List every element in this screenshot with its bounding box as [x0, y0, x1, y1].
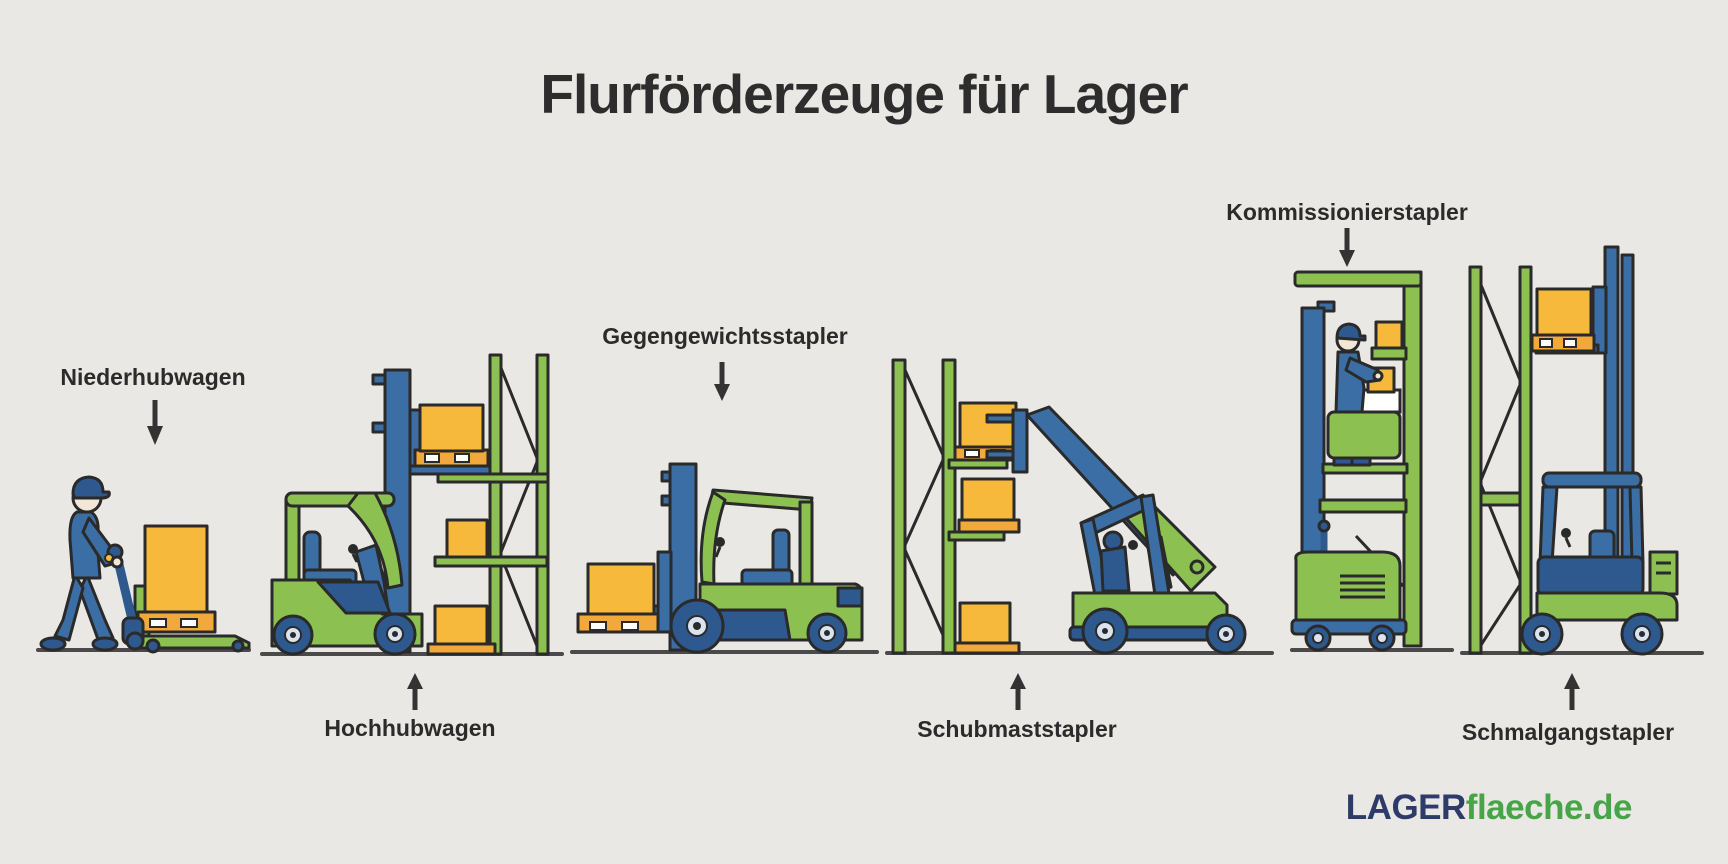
arrow-down-icon	[1339, 226, 1355, 273]
label-schmalgangstapler: Schmalgangstapler	[1461, 719, 1675, 745]
illustration-schubmaststapler	[885, 355, 1275, 660]
arrow-down-icon	[714, 360, 730, 407]
illustration-schmalgangstapler	[1460, 245, 1705, 660]
arrow-up-icon	[407, 672, 423, 717]
logo-text-secondary: flaeche.de	[1465, 788, 1633, 827]
label-hochhubwagen: Hochhubwagen	[324, 715, 496, 741]
label-schubmaststapler: Schubmaststapler	[917, 716, 1117, 742]
label-gegengewichtsstapler: Gegengewichtsstapler	[602, 323, 848, 349]
illustration-niederhubwagen	[35, 420, 255, 655]
arrow-up-icon	[1564, 672, 1580, 717]
logo-text-primary: LAGER	[1345, 788, 1467, 827]
arrow-up-icon	[1010, 672, 1026, 717]
arrow-down-icon	[147, 398, 163, 451]
illustration-kommissionierstapler	[1290, 268, 1455, 658]
label-niederhubwagen: Niederhubwagen	[60, 364, 246, 390]
illustration-gegengewichtsstapler	[570, 402, 880, 657]
page-title: Flurförderzeuge für Lager	[540, 63, 1188, 125]
label-kommissionierstapler: Kommissionierstapler	[1226, 199, 1468, 225]
site-logo: LAGERflaeche.de	[1345, 788, 1633, 828]
illustration-hochhubwagen	[260, 330, 565, 660]
